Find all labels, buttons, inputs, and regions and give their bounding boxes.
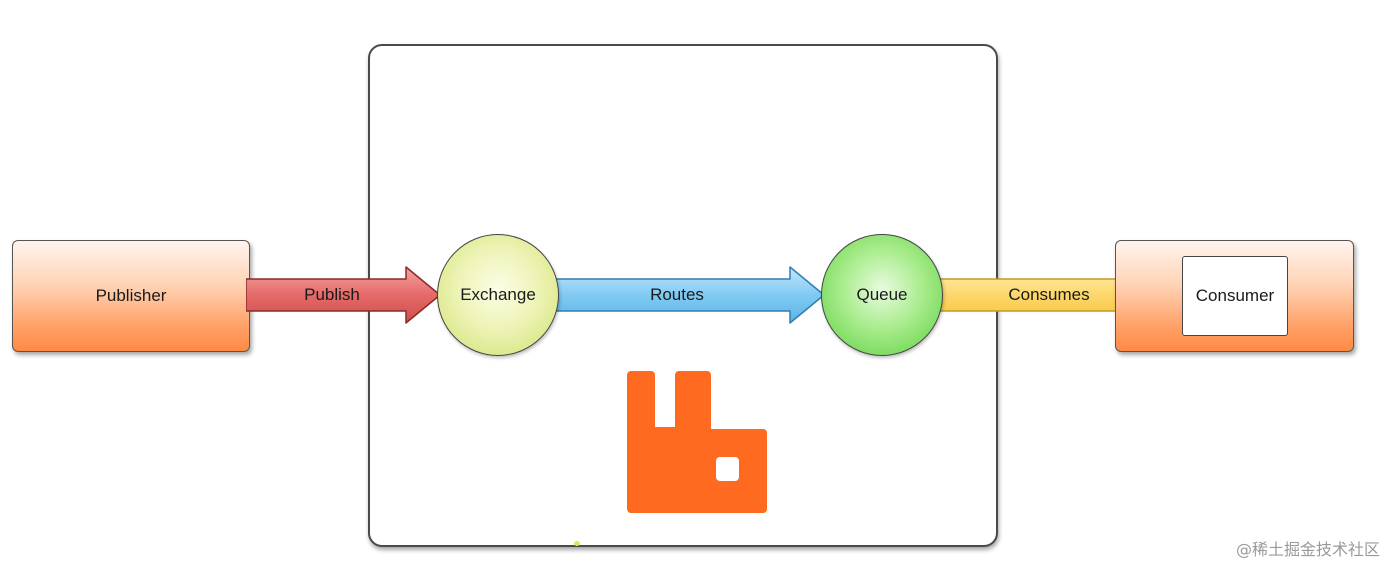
queue-node: Queue bbox=[821, 234, 943, 356]
consumer-inner-box: Consumer bbox=[1182, 256, 1288, 336]
watermark: @稀土掘金技术社区 bbox=[1235, 540, 1380, 559]
exchange-node: Exchange bbox=[437, 234, 559, 356]
publish-arrow-shape bbox=[246, 266, 441, 324]
routes-arrow-shape bbox=[552, 266, 825, 324]
consumer-label: Consumer bbox=[1195, 286, 1275, 305]
queue-label: Queue bbox=[856, 285, 908, 304]
publish-label: Publish bbox=[304, 285, 360, 304]
routes-arrow: Routes bbox=[552, 265, 826, 325]
decorative-dot bbox=[574, 541, 580, 546]
exchange-label: Exchange bbox=[460, 285, 536, 304]
publish-arrow: Publish bbox=[246, 265, 442, 325]
publisher-label: Publisher bbox=[95, 286, 167, 305]
routes-label: Routes bbox=[650, 285, 704, 304]
consumer-box: Consumer bbox=[1115, 240, 1354, 352]
consumes-label: Consumes bbox=[1008, 285, 1090, 304]
publisher-box: Publisher bbox=[12, 240, 250, 352]
rabbitmq-logo-icon bbox=[627, 371, 769, 513]
